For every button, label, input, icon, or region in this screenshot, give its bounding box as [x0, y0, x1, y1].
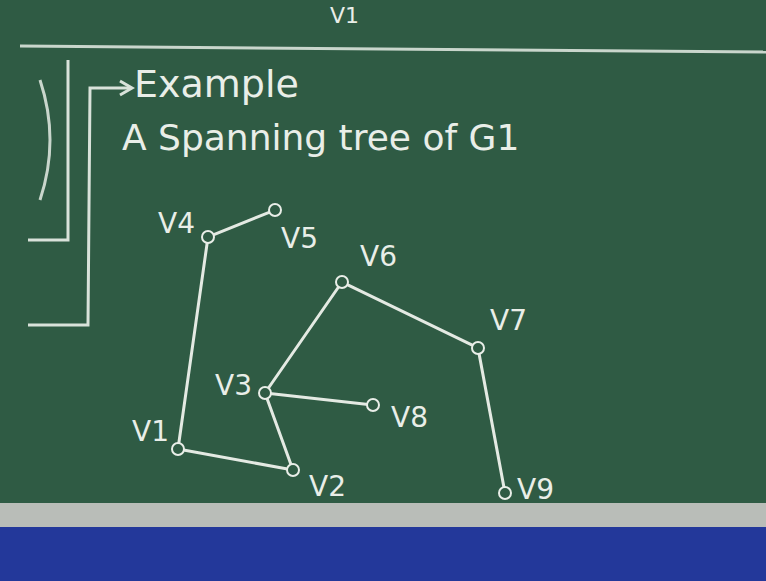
frame-line [28, 60, 68, 240]
vertex-label: V1 [330, 4, 359, 28]
arrow-head [120, 81, 132, 95]
vertex-dot [172, 443, 184, 455]
vertex: V4 [200, 229, 216, 245]
vertex: V1 [170, 441, 186, 457]
arc-line [40, 80, 50, 200]
vertex-dot [269, 204, 281, 216]
tree-edge [214, 213, 268, 235]
chalk-tray [0, 503, 766, 527]
tree-edge [348, 285, 471, 345]
vertex: V9 [497, 485, 513, 501]
vertex-name: V6 [360, 242, 397, 273]
vertex-circle [365, 397, 381, 413]
vertex-circle [170, 441, 186, 457]
vertex-circle [497, 485, 513, 501]
vertex-circle [334, 274, 350, 290]
vertex-circle [200, 229, 216, 245]
vertex-dot [499, 487, 511, 499]
tree-edge [185, 450, 286, 468]
vertex-name: V2 [309, 472, 346, 503]
vertex-circle [257, 385, 273, 401]
wall-band [0, 527, 766, 581]
vertex-dot [202, 231, 214, 243]
vertex: V6 [334, 274, 350, 290]
vertex-name: V5 [281, 224, 318, 255]
vertex: V8 [365, 397, 381, 413]
tree-edge [479, 355, 503, 486]
caption: A Spanning tree of G1 [122, 118, 519, 158]
vertex-name: V1 [132, 417, 169, 448]
tree-edge [267, 400, 290, 464]
vertex: V3 [257, 385, 273, 401]
vertex-name: V3 [215, 371, 252, 402]
tree-edge [179, 244, 207, 442]
vertex-dot [287, 464, 299, 476]
tree-edge [272, 394, 366, 404]
title: Example [134, 64, 299, 106]
vertex-dot [259, 387, 271, 399]
divider-line [20, 46, 766, 52]
bracket-line [28, 88, 130, 325]
vertex-circle [470, 340, 486, 356]
vertex: V7 [470, 340, 486, 356]
vertex-name: V9 [517, 475, 554, 506]
vertex: V5 [267, 202, 283, 218]
vertex-circle [285, 462, 301, 478]
vertex-circle [267, 202, 283, 218]
vertex-name: V8 [391, 403, 428, 434]
vertex-dot [367, 399, 379, 411]
vertex-dot [336, 276, 348, 288]
vertex-name: V4 [158, 209, 195, 240]
tree-edge [269, 288, 338, 387]
vertex: V2 [285, 462, 301, 478]
vertex-name: V7 [490, 306, 527, 337]
vertex-dot [472, 342, 484, 354]
